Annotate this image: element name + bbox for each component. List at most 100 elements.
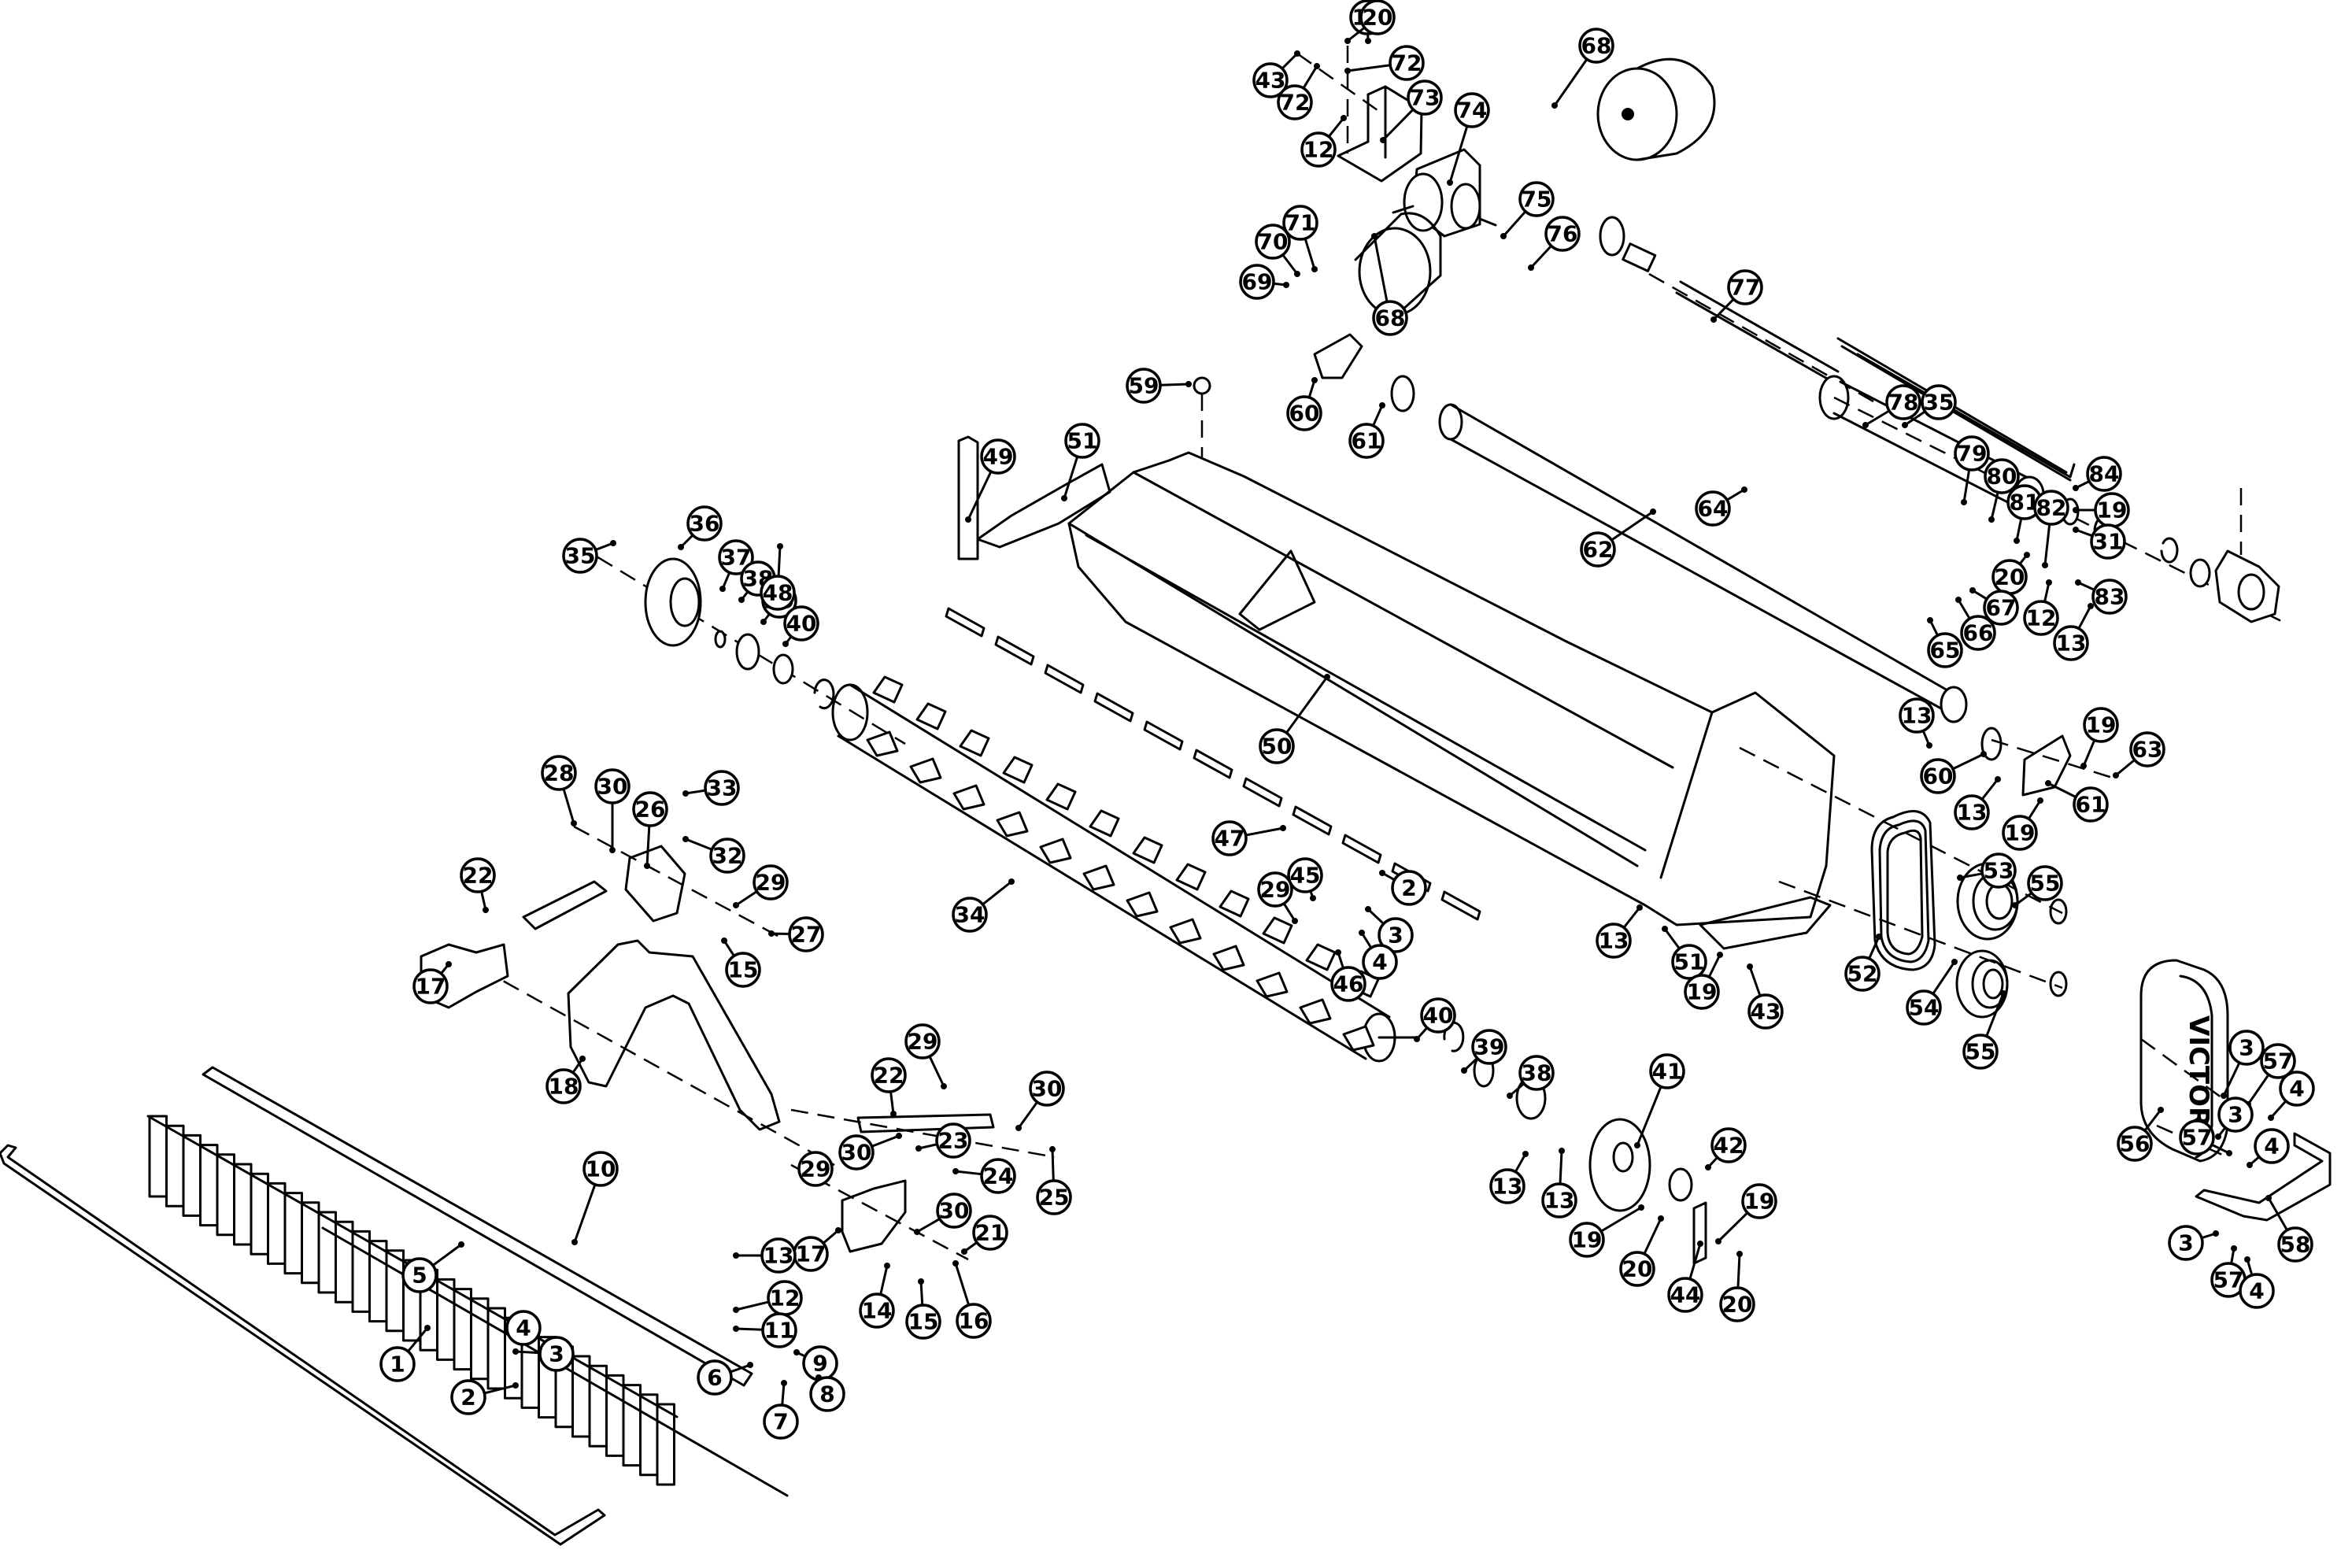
callout-part-17[interactable]: 17 xyxy=(794,1227,841,1270)
callout-part-13[interactable]: 13 xyxy=(1491,1151,1529,1203)
callout-part-28[interactable]: 28 xyxy=(542,756,577,827)
callout-part-42[interactable]: 42 xyxy=(1705,1129,1745,1170)
callout-part-4[interactable]: 4 xyxy=(507,1311,540,1344)
callout-part-19[interactable]: 19 xyxy=(1715,1185,1776,1244)
callout-number: 23 xyxy=(938,1128,969,1154)
leader-dot xyxy=(2024,552,2030,558)
callout-part-83[interactable]: 83 xyxy=(2075,579,2126,613)
callout-part-45[interactable]: 45 xyxy=(1289,859,1322,901)
callout-part-43[interactable]: 43 xyxy=(1747,963,1782,1028)
callout-part-25[interactable]: 25 xyxy=(1037,1146,1071,1214)
callout-part-14[interactable]: 14 xyxy=(860,1263,893,1327)
callout-number: 31 xyxy=(2093,529,2124,555)
callout-part-30[interactable]: 30 xyxy=(840,1133,902,1169)
callout-part-41[interactable]: 41 xyxy=(1634,1055,1684,1148)
callout-part-82[interactable]: 82 xyxy=(2035,491,2068,568)
callout-part-2[interactable]: 2 xyxy=(1379,870,1426,904)
leader-dot xyxy=(1559,1148,1565,1154)
callout-part-72[interactable]: 72 xyxy=(1344,46,1423,80)
leader-line xyxy=(736,1302,769,1310)
callout-part-13[interactable]: 13 xyxy=(733,1239,795,1272)
leader-dot xyxy=(2088,603,2094,609)
callout-part-63[interactable]: 63 xyxy=(2113,733,2164,778)
callout-part-40[interactable]: 40 xyxy=(1414,999,1455,1042)
callout-part-18[interactable]: 18 xyxy=(547,1056,586,1103)
callout-part-46[interactable]: 46 xyxy=(1332,949,1365,1000)
callout-part-51[interactable]: 51 xyxy=(1061,424,1099,501)
callout-part-11[interactable]: 11 xyxy=(733,1314,796,1347)
callout-part-30[interactable]: 30 xyxy=(914,1194,971,1235)
callout-part-68[interactable]: 68 xyxy=(1371,233,1407,335)
callout-part-44[interactable]: 44 xyxy=(1669,1241,1703,1311)
callout-part-4[interactable]: 4 xyxy=(2247,1130,2288,1168)
callout-part-29[interactable]: 29 xyxy=(733,866,787,908)
callout-part-19[interactable]: 19 xyxy=(2080,708,2117,769)
callout-number: 2 xyxy=(1401,875,1416,901)
callout-part-4[interactable]: 4 xyxy=(2240,1256,2273,1307)
callout-part-22[interactable]: 22 xyxy=(872,1059,905,1117)
callout-part-24[interactable]: 24 xyxy=(952,1159,1015,1193)
callout-part-59[interactable]: 59 xyxy=(1127,369,1192,402)
callout-number: 45 xyxy=(1290,863,1321,889)
rubber-flap xyxy=(607,1375,624,1455)
leader-dot xyxy=(579,1056,586,1062)
callout-part-52[interactable]: 52 xyxy=(1846,934,1882,990)
callout-part-36[interactable]: 36 xyxy=(678,507,721,550)
callout-part-29[interactable]: 29 xyxy=(906,1025,947,1089)
callout-part-65[interactable]: 65 xyxy=(1927,617,1962,667)
callout-part-30[interactable]: 30 xyxy=(1015,1072,1063,1131)
leader-line xyxy=(2271,1101,2286,1118)
callout-part-60[interactable]: 60 xyxy=(1921,751,1987,793)
leader-line xyxy=(1374,405,1382,426)
callout-part-27[interactable]: 27 xyxy=(768,918,823,951)
callout-part-19[interactable]: 19 xyxy=(1570,1204,1644,1256)
callout-part-15[interactable]: 15 xyxy=(721,937,760,986)
callout-part-29[interactable]: 29 xyxy=(799,1152,832,1185)
callout-part-69[interactable]: 69 xyxy=(1241,265,1289,298)
leader-dot xyxy=(1344,38,1351,44)
callout-part-40[interactable]: 40 xyxy=(782,607,818,647)
callout-part-3[interactable]: 3 xyxy=(2169,1226,2219,1259)
callout-part-84[interactable]: 84 xyxy=(2073,457,2121,491)
callout-number: 35 xyxy=(1924,390,1954,416)
callout-part-3[interactable]: 3 xyxy=(1365,906,1412,952)
callout-part-35[interactable]: 35 xyxy=(564,539,616,572)
callout-number: 51 xyxy=(1674,949,1705,975)
callout-part-20[interactable]: 20 xyxy=(1993,552,2030,594)
callout-part-76[interactable]: 76 xyxy=(1528,217,1579,271)
callout-number: 18 xyxy=(549,1074,579,1100)
callout-part-10[interactable]: 10 xyxy=(571,1152,617,1245)
callout-part-7[interactable]: 7 xyxy=(764,1380,797,1438)
callout-part-77[interactable]: 77 xyxy=(1710,271,1762,323)
callout-part-20[interactable]: 20 xyxy=(1721,1251,1754,1321)
rubber-flap xyxy=(657,1404,675,1485)
callout-part-13[interactable]: 13 xyxy=(1955,776,2001,829)
callout-part-12[interactable]: 12 xyxy=(1302,115,1347,166)
callout-part-64[interactable]: 64 xyxy=(1696,486,1747,525)
callout-number: 2 xyxy=(460,1385,475,1411)
callout-part-12[interactable]: 12 xyxy=(733,1281,801,1315)
callout-part-9[interactable]: 9 xyxy=(793,1347,837,1380)
callout-number: 71 xyxy=(1285,210,1316,236)
callout-part-61[interactable]: 61 xyxy=(1350,402,1385,457)
callout-part-19[interactable]: 19 xyxy=(2003,797,2043,849)
callout-part-4[interactable]: 4 xyxy=(2268,1072,2313,1121)
callout-part-13[interactable]: 13 xyxy=(1597,904,1643,957)
callout-part-15[interactable]: 15 xyxy=(907,1278,940,1338)
callout-part-20[interactable]: 20 xyxy=(1621,1215,1664,1285)
callout-part-22[interactable]: 22 xyxy=(461,859,494,913)
callout-part-51[interactable]: 51 xyxy=(1662,926,1706,978)
callout-part-34[interactable]: 34 xyxy=(953,878,1015,931)
callout-part-47[interactable]: 47 xyxy=(1213,822,1286,855)
callout-part-13[interactable]: 13 xyxy=(1543,1148,1576,1217)
callout-part-33[interactable]: 33 xyxy=(682,771,738,804)
callout-part-13[interactable]: 13 xyxy=(1900,699,1933,749)
bearing-flange-part xyxy=(645,559,701,645)
callout-part-61[interactable]: 61 xyxy=(2045,780,2107,821)
callout-part-12[interactable]: 12 xyxy=(2025,579,2058,634)
callout-part-13[interactable]: 13 xyxy=(2054,603,2094,660)
callout-part-16[interactable]: 16 xyxy=(952,1260,990,1337)
callout-part-60[interactable]: 60 xyxy=(1288,377,1321,430)
callout-part-31[interactable]: 31 xyxy=(2073,525,2125,558)
callout-part-32[interactable]: 32 xyxy=(682,836,744,872)
